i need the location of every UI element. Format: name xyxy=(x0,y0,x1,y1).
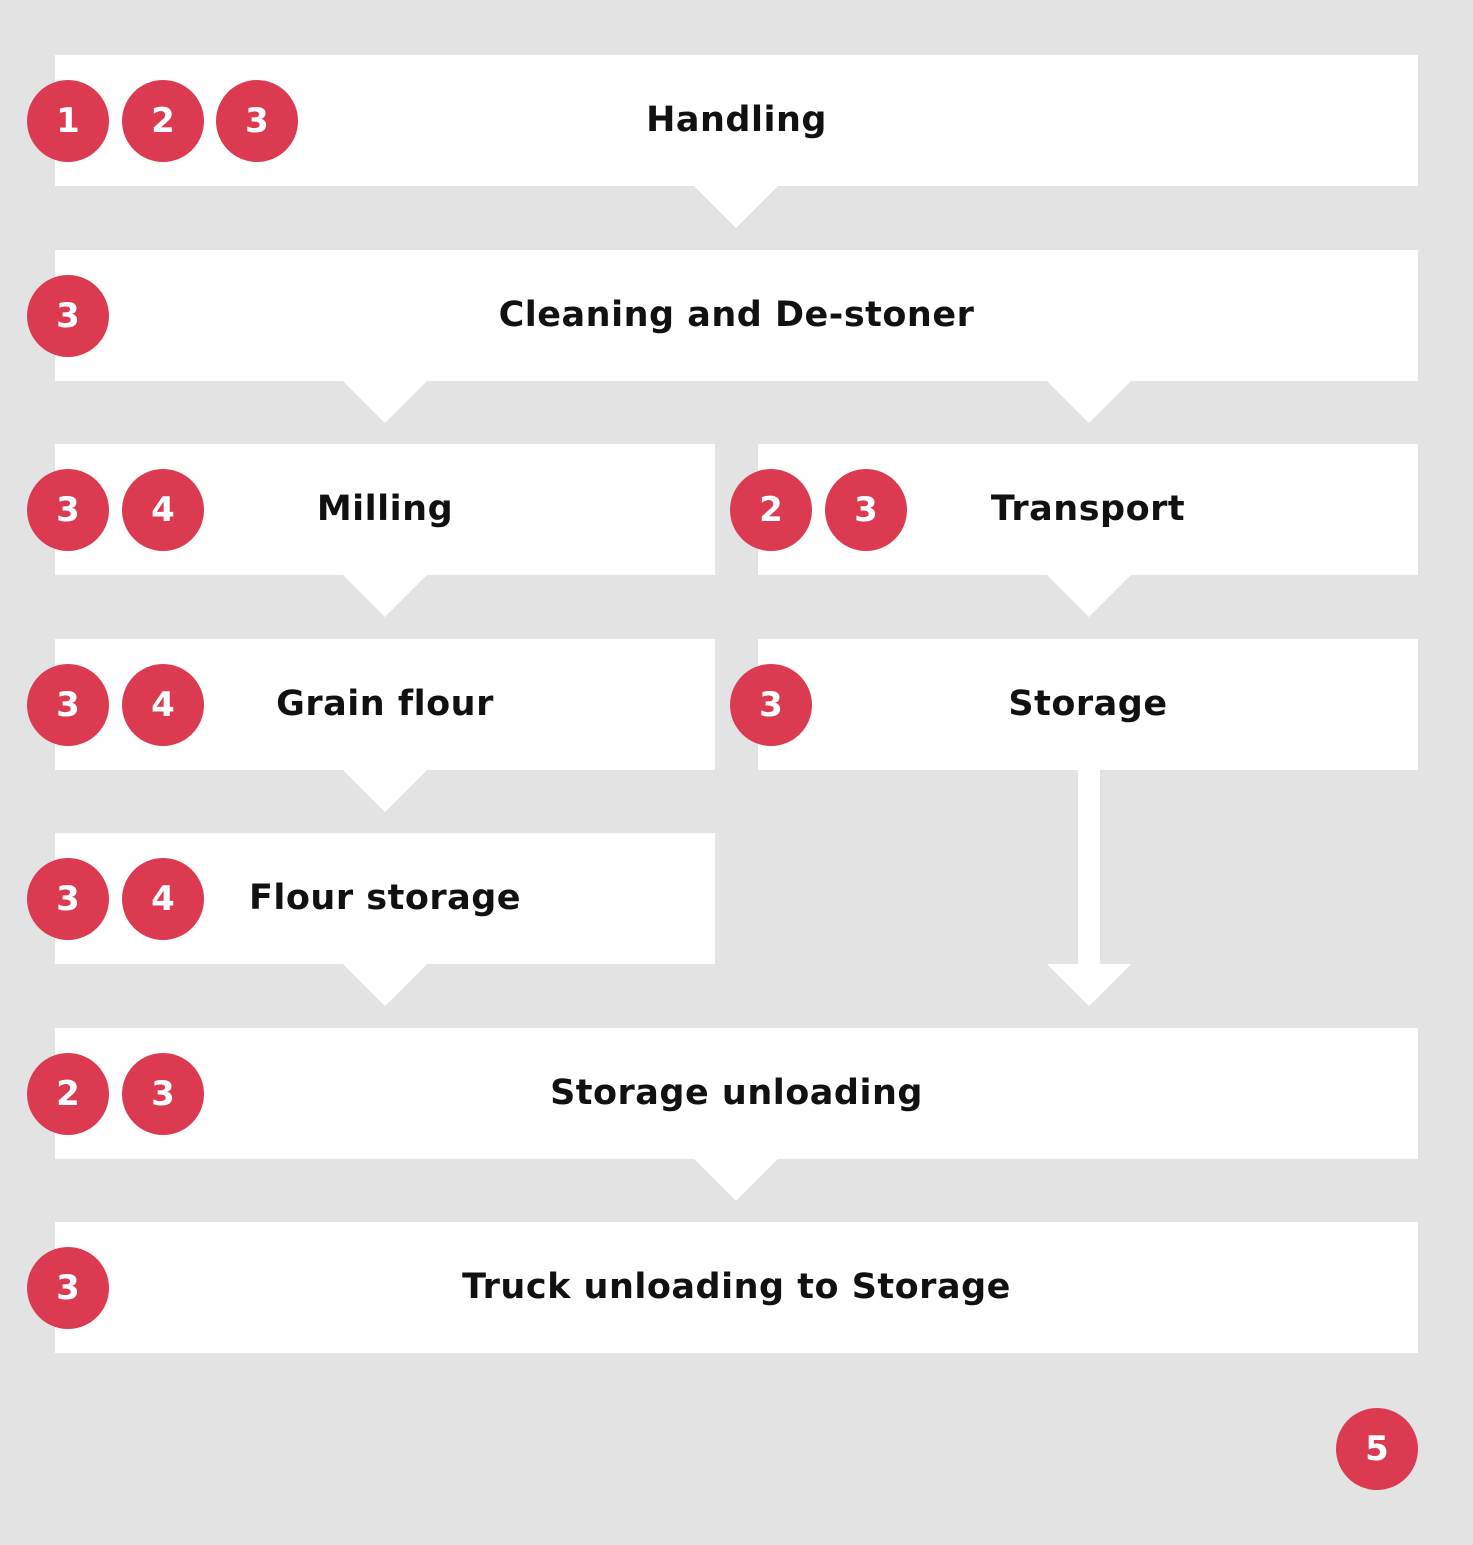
node-handling-badge-3: 3 xyxy=(216,80,298,162)
node-cleaning-label: Cleaning and De-stoner xyxy=(498,295,975,335)
node-cleaning xyxy=(55,250,1418,381)
node-grain-flour-label: Grain flour xyxy=(276,684,494,724)
node-milling-badge-2: 4 xyxy=(122,469,204,551)
node-storage-unloading xyxy=(55,1028,1418,1159)
node-milling-label: Milling xyxy=(316,489,454,529)
arrow-flour-storage-to-unloading xyxy=(343,964,427,1006)
node-transport-badge-2: 3 xyxy=(825,469,907,551)
node-storage-badge-1: 3 xyxy=(730,664,812,746)
node-flour-storage-badge-2: 4 xyxy=(122,858,204,940)
node-storage-unloading-badge-1: 2 xyxy=(27,1053,109,1135)
arrow-storage-to-unloading-shaft xyxy=(1078,770,1100,966)
node-milling-badge-1: 3 xyxy=(27,469,109,551)
arrow-cleaning-to-milling xyxy=(343,381,427,423)
node-storage-unloading-label: Storage unloading xyxy=(550,1073,923,1113)
node-storage xyxy=(758,639,1418,770)
node-cleaning-badge-1: 3 xyxy=(27,275,109,357)
node-flour-storage-label: Flour storage xyxy=(248,878,522,918)
node-truck-unloading-badge-1: 3 xyxy=(27,1247,109,1329)
node-transport-label: Transport xyxy=(990,489,1186,529)
node-grain-flour-badge-1: 3 xyxy=(27,664,109,746)
node-truck-unloading-label: Truck unloading to Storage xyxy=(462,1267,1011,1307)
node-storage-unloading-badge-2: 3 xyxy=(122,1053,204,1135)
node-handling-badge-1: 1 xyxy=(27,80,109,162)
corner-badge: 5 xyxy=(1336,1408,1418,1490)
node-storage-label: Storage xyxy=(1008,684,1168,724)
arrow-handling-to-cleaning xyxy=(694,186,778,228)
arrow-transport-to-storage xyxy=(1047,575,1131,617)
node-handling-label: Handling xyxy=(646,100,827,140)
arrow-unloading-to-truck xyxy=(694,1159,778,1201)
node-flour-storage-badge-1: 3 xyxy=(27,858,109,940)
arrow-storage-to-unloading-head xyxy=(1047,964,1131,1006)
node-truck-unloading xyxy=(55,1222,1418,1353)
node-handling-badge-2: 2 xyxy=(122,80,204,162)
arrow-grain-flour-to-flour-storage xyxy=(343,770,427,812)
arrow-cleaning-to-transport xyxy=(1047,381,1131,423)
arrow-milling-to-grain-flour xyxy=(343,575,427,617)
node-grain-flour-badge-2: 4 xyxy=(122,664,204,746)
node-transport-badge-1: 2 xyxy=(730,469,812,551)
